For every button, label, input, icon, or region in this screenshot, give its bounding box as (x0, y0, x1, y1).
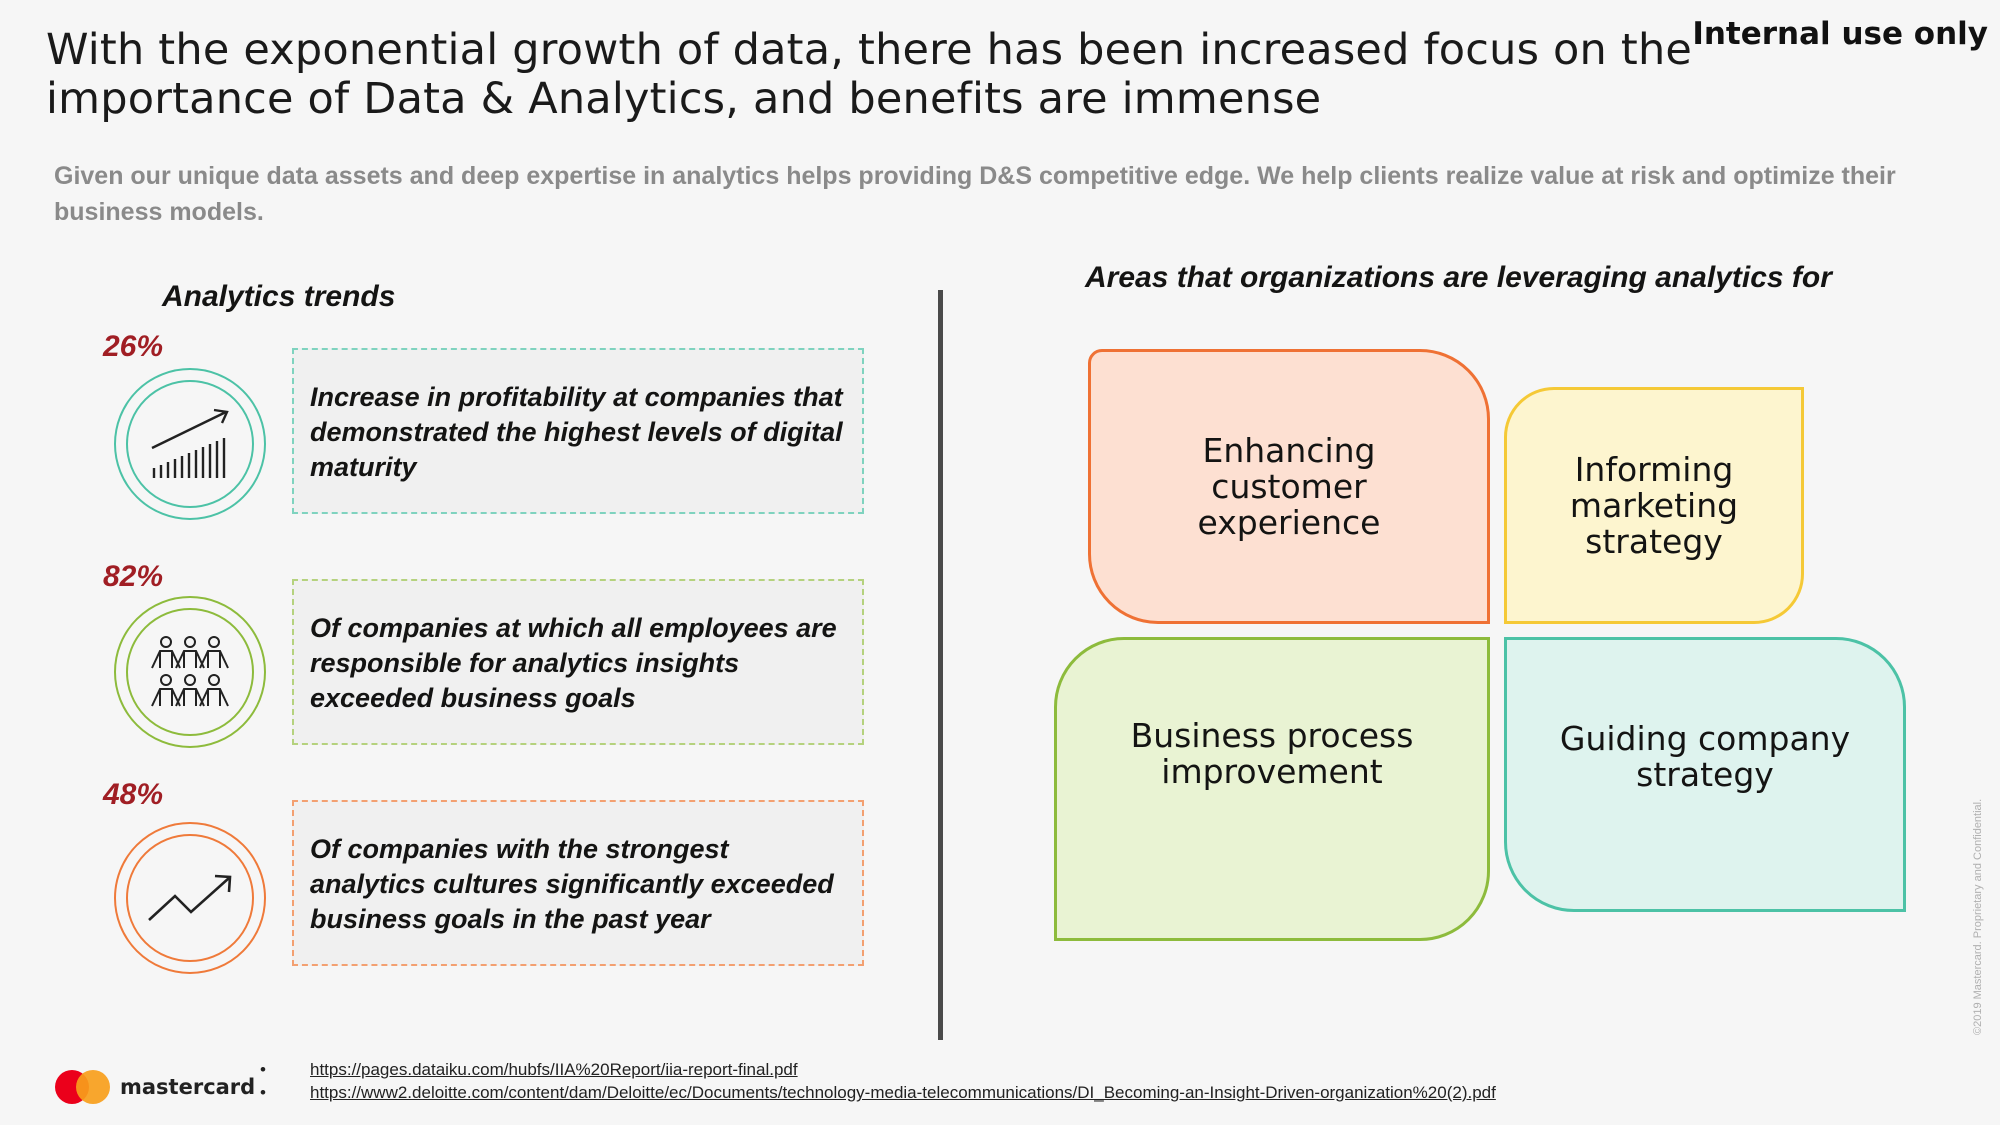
trend-text: Of companies at which all employees are … (310, 613, 837, 713)
trend-text: Of companies with the strongest analytic… (310, 834, 834, 934)
area-tile-label: Enhancing customer experience (1197, 430, 1381, 542)
reference-list: https://pages.dataiku.com/hubfs/IIA%20Re… (260, 1058, 1496, 1104)
trend-icon-ring (114, 596, 266, 748)
trend-card: Increase in profitability at companies t… (292, 348, 864, 514)
mastercard-circles-icon (55, 1070, 110, 1104)
trend-percent: 26% (103, 330, 164, 363)
copyright-note: ©2019 Mastercard. Proprietary and Confid… (1972, 798, 1984, 1035)
trend-percent: 82% (103, 560, 164, 593)
area-tile-company-strategy: Guiding company strategy (1504, 637, 1906, 912)
area-tile-marketing-strategy: Informing marketing strategy (1504, 387, 1804, 624)
trend-text: Increase in profitability at companies t… (310, 382, 843, 482)
trend-icon-ring (114, 822, 266, 974)
slide-title: With the exponential growth of data, the… (46, 25, 1693, 124)
people-group-icon (151, 636, 229, 707)
section-divider (938, 290, 943, 1040)
reference-link[interactable]: https://pages.dataiku.com/hubfs/IIA%20Re… (260, 1058, 1496, 1081)
area-tile-business-process: Business process improvement (1054, 637, 1490, 941)
trends-heading: Analytics trends (162, 280, 396, 313)
slide-subtitle: Given our unique data assets and deep ex… (54, 162, 1896, 226)
area-tile-label: Guiding company strategy (1559, 718, 1851, 794)
reference-link[interactable]: https://www2.deloitte.com/content/dam/De… (260, 1081, 1496, 1104)
area-tile-customer-experience: Enhancing customer experience (1088, 349, 1490, 624)
classification-label: Internal use only (1692, 16, 1988, 52)
growth-bars-icon (151, 408, 229, 478)
areas-heading: Areas that organizations are leveraging … (1085, 261, 1832, 294)
area-tile-label: Business process improvement (1130, 716, 1414, 791)
mastercard-logo: mastercard (55, 1070, 255, 1104)
trend-arrow-icon (148, 874, 232, 921)
trend-percent: 48% (103, 778, 164, 811)
trend-card: Of companies with the strongest analytic… (292, 800, 864, 966)
area-tile-label: Informing marketing strategy (1569, 449, 1739, 561)
trend-icon-ring (114, 368, 266, 520)
trend-card: Of companies at which all employees are … (292, 579, 864, 745)
brand-name: mastercard (120, 1075, 256, 1099)
